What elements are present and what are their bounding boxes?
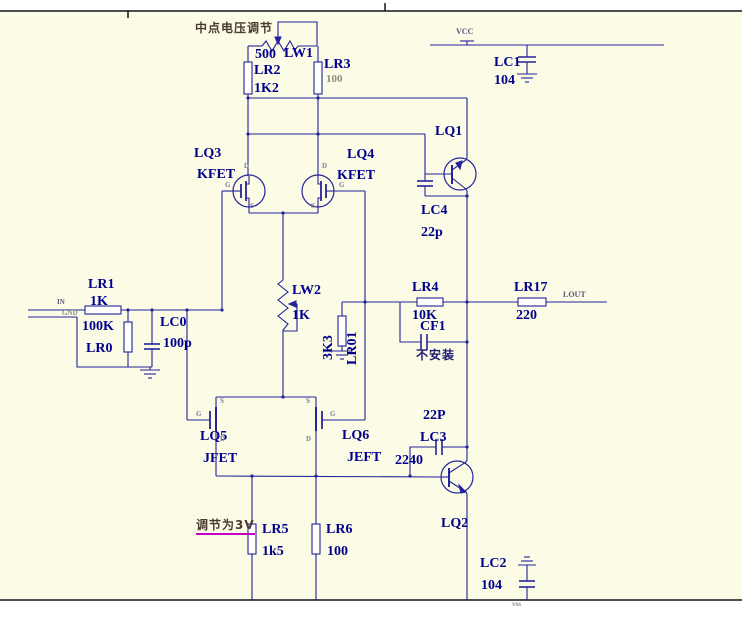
- resistor-lr2: [243, 46, 253, 176]
- wire-top-nodes: [248, 97, 468, 175]
- lq6-pin-d: D: [306, 435, 312, 443]
- vcc-label: VCC: [456, 27, 474, 36]
- ground-input: [140, 367, 160, 379]
- lout-label: LOUT: [563, 290, 586, 299]
- lr4-value: 10K: [412, 308, 437, 323]
- lr3-value: 100: [326, 73, 343, 85]
- lq3-name: LQ3: [194, 146, 222, 161]
- lr5-value: 1k5: [262, 544, 284, 559]
- capacitor-lc2: [518, 556, 536, 600]
- gnd-label: GND: [62, 309, 78, 317]
- resistor-lr1: [84, 305, 122, 315]
- lr0-name: LR0: [86, 341, 113, 356]
- lr1-value: 1K: [90, 294, 108, 309]
- lq5-type: JFET: [203, 451, 238, 466]
- lq3-type: KFET: [197, 167, 236, 182]
- lq4-pin-g: G: [339, 181, 345, 189]
- lr5-name: LR5: [262, 522, 289, 537]
- trimmer-lw1: [248, 21, 318, 53]
- lw1-name: LW1: [284, 46, 314, 61]
- wire-input: [28, 309, 222, 368]
- vcc-rail: [430, 40, 664, 46]
- transistor-lq4: [301, 174, 335, 208]
- lr4-name: LR4: [412, 280, 439, 295]
- lc1-name: LC1: [494, 55, 521, 70]
- wire-second-stage-bottom: [215, 475, 442, 478]
- lq6-pin-g: G: [330, 410, 336, 418]
- lq3-pin-s: S: [250, 202, 254, 210]
- cf1-name: CF1: [420, 319, 446, 334]
- lc4-name: LC4: [421, 203, 448, 218]
- lr01-name: LR01: [345, 331, 360, 365]
- lq6-pin-s: S: [306, 397, 310, 405]
- lc3-name: LC3: [420, 430, 447, 445]
- resistor-lr6: [311, 476, 321, 600]
- capacitor-cf1: [399, 302, 467, 350]
- lq3-pin-g: G: [225, 181, 231, 189]
- lr17-name: LR17: [514, 280, 548, 295]
- lq4-type: KFET: [337, 168, 376, 183]
- resistor-lr3: [313, 46, 323, 176]
- lq3-pin-d: D: [244, 162, 250, 170]
- transistor-lq3: [232, 174, 266, 208]
- trimmer-lw2: [277, 279, 298, 397]
- lq5-pin-d: D: [220, 435, 226, 443]
- lr1-name: LR1: [88, 277, 115, 292]
- wire-gate-lq4: [334, 190, 366, 420]
- lc0-name: LC0: [160, 315, 187, 330]
- lq6-name: LQ6: [342, 428, 370, 443]
- schematic-paper: [0, 12, 742, 599]
- lr6-name: LR6: [326, 522, 353, 537]
- lr3-name: LR3: [324, 57, 351, 72]
- lc2-value: 104: [481, 578, 502, 593]
- transistor-lq5: [187, 397, 217, 476]
- resistor-lr0: [123, 310, 133, 367]
- lq4-pin-s: S: [311, 202, 315, 210]
- lq1-name: LQ1: [435, 124, 463, 139]
- sheet-border: [0, 3, 742, 601]
- lc0-value: 100p: [163, 336, 192, 351]
- lc1-value: 104: [494, 73, 515, 88]
- midpoint-adjust-label: 中点电压调节: [195, 21, 274, 35]
- lq2-name: LQ2: [441, 516, 469, 531]
- lr0-value: 100K: [82, 319, 114, 334]
- wire-gate-lq3: [221, 190, 233, 310]
- transistor-lq2: [440, 459, 474, 495]
- in-label: IN: [57, 298, 65, 306]
- lc3-value: 22P: [423, 408, 446, 423]
- junction-dots: [126, 96, 469, 478]
- lr2-name: LR2: [254, 63, 281, 78]
- lw2-value: 1K: [292, 308, 310, 323]
- lq2-value: 2240: [395, 453, 423, 468]
- lq4-pin-d: D: [322, 162, 328, 170]
- wire-sources: [248, 206, 319, 280]
- transistor-lq6: [315, 397, 365, 476]
- lq5-name: LQ5: [200, 429, 228, 444]
- resistor-lr4: [416, 297, 444, 307]
- capacitor-lc1: [517, 45, 537, 83]
- lw2-name: LW2: [292, 283, 322, 298]
- lc4-value: 22p: [421, 225, 443, 240]
- cf1-not-installed: 不安装: [416, 348, 456, 362]
- adjust-3v-label: 调节为3V: [196, 519, 255, 535]
- transistor-lq1: [443, 157, 477, 192]
- lr17-value: 220: [516, 308, 537, 323]
- resistor-lr17: [517, 297, 547, 307]
- vss-label: vss: [512, 600, 521, 608]
- resistor-lr5: [247, 476, 257, 600]
- capacitor-lc0: [144, 310, 160, 367]
- lr01-value: 3K3: [321, 335, 336, 360]
- capacitor-lc3: [409, 439, 467, 476]
- lq5-pin-s: S: [220, 397, 224, 405]
- resistor-lr01: [332, 302, 352, 360]
- capacitor-lc4: [417, 174, 467, 197]
- lq6-type: JEFT: [347, 450, 382, 465]
- lr2-value: 1K2: [254, 81, 279, 96]
- lr6-value: 100: [327, 544, 348, 559]
- lq5-pin-g: G: [196, 410, 202, 418]
- lq4-name: LQ4: [347, 147, 375, 162]
- lc2-name: LC2: [480, 556, 507, 571]
- lw1-value: 500: [255, 47, 276, 62]
